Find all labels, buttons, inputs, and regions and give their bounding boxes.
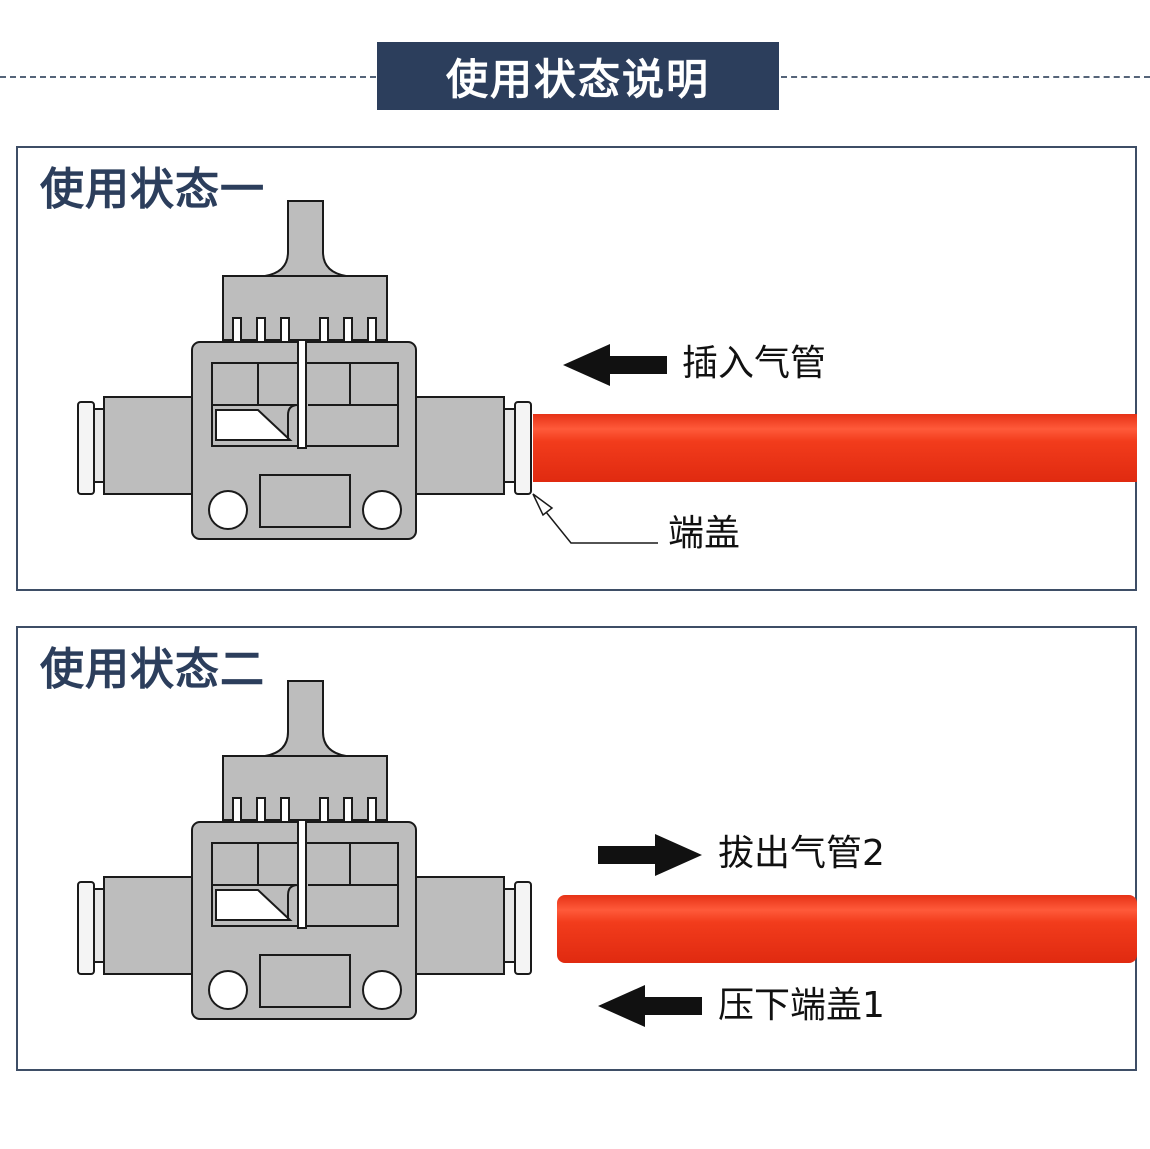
valve-icon-state-one xyxy=(77,200,532,540)
arrow-left-icon-press xyxy=(598,985,702,1027)
page-title: 使用状态说明 xyxy=(377,42,779,110)
valve-icon-state-two xyxy=(77,680,532,1020)
endcap-pointer xyxy=(532,493,658,544)
label-pull-out-tube: 拔出气管2 xyxy=(718,833,885,874)
arrow-left-icon-insert xyxy=(563,344,667,386)
tube-icon-removed xyxy=(557,895,1137,963)
header-dash-right xyxy=(781,76,1150,78)
label-insert-tube: 插入气管 xyxy=(682,343,827,384)
label-press-endcap: 压下端盖1 xyxy=(718,985,885,1026)
header-dash-left xyxy=(0,76,376,78)
panel-two-title: 使用状态二 xyxy=(40,644,265,695)
panel-one-title: 使用状态一 xyxy=(40,164,265,215)
label-endcap: 端盖 xyxy=(668,513,741,554)
arrow-right-icon-pullout xyxy=(598,834,702,876)
tube-icon-inserted xyxy=(533,414,1137,482)
